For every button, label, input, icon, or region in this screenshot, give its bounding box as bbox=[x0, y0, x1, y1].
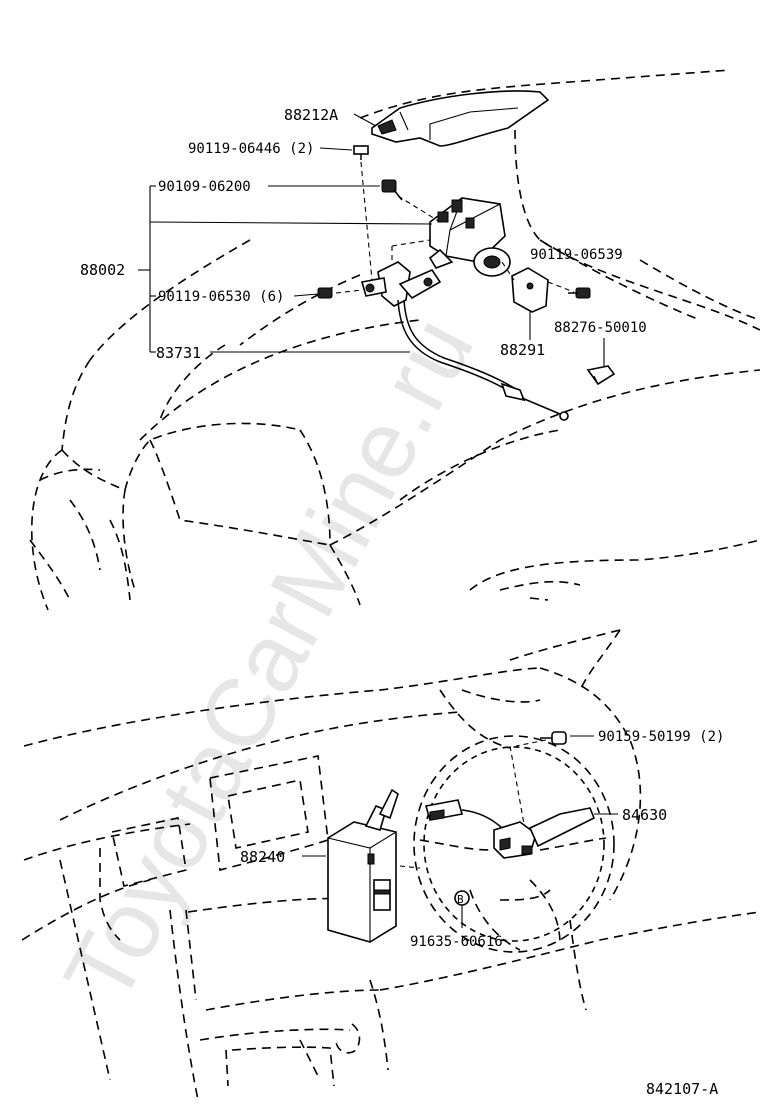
bolt-90159-50199 bbox=[540, 731, 567, 745]
label-83731: 83731 bbox=[156, 344, 201, 362]
cruise-actuator bbox=[428, 197, 511, 277]
bolt-90119-06446 bbox=[353, 145, 369, 160]
lower-callouts bbox=[302, 735, 618, 928]
lower-leaders bbox=[399, 739, 547, 869]
label-90119-06539: 90119-06539 bbox=[530, 247, 623, 263]
control-cable bbox=[397, 299, 569, 421]
label-90159-50199: 90159-50199 (2) bbox=[598, 729, 724, 745]
bolt-90119-06539 bbox=[568, 287, 591, 299]
bolt-90119-06530 bbox=[317, 287, 333, 299]
watermark: ToyotaCarMine.ru bbox=[44, 301, 494, 1020]
figure-id: 842107-A bbox=[646, 1080, 718, 1098]
clamp-88276-50010 bbox=[586, 365, 616, 386]
engine-bay-outline bbox=[29, 69, 760, 611]
label-90109-06200: 90109-06200 bbox=[158, 179, 251, 195]
steering-wheel bbox=[413, 735, 615, 953]
callout-b-letter: B bbox=[457, 893, 464, 906]
actuator-bracket bbox=[360, 261, 442, 307]
label-90119-06446: 90119-06446 (2) bbox=[188, 141, 314, 157]
label-91635-60616: 91635-60616 bbox=[410, 934, 503, 950]
label-88291: 88291 bbox=[500, 341, 545, 359]
upper-leaders bbox=[335, 161, 575, 294]
bracket-88291 bbox=[511, 267, 549, 313]
label-84630: 84630 bbox=[622, 806, 667, 824]
callout-b: B bbox=[454, 890, 470, 906]
bolt-90109-06200 bbox=[381, 179, 403, 201]
cruise-computer bbox=[327, 788, 399, 943]
cruise-control-switch bbox=[424, 799, 596, 859]
label-88240: 88240 bbox=[240, 848, 285, 866]
upper-callouts bbox=[138, 113, 605, 366]
part-labels: 88212A 90119-06446 (2) 90109-06200 88002… bbox=[80, 106, 724, 1098]
label-90119-06530: 90119-06530 (6) bbox=[158, 289, 284, 305]
engine-cover bbox=[371, 90, 550, 147]
watermark-text: ToyotaCarMine.ru bbox=[44, 301, 494, 1020]
label-88276-50010: 88276-50010 bbox=[554, 320, 647, 336]
label-88002: 88002 bbox=[80, 261, 125, 279]
dashboard-outline bbox=[21, 629, 760, 1101]
label-88212A: 88212A bbox=[284, 106, 338, 124]
